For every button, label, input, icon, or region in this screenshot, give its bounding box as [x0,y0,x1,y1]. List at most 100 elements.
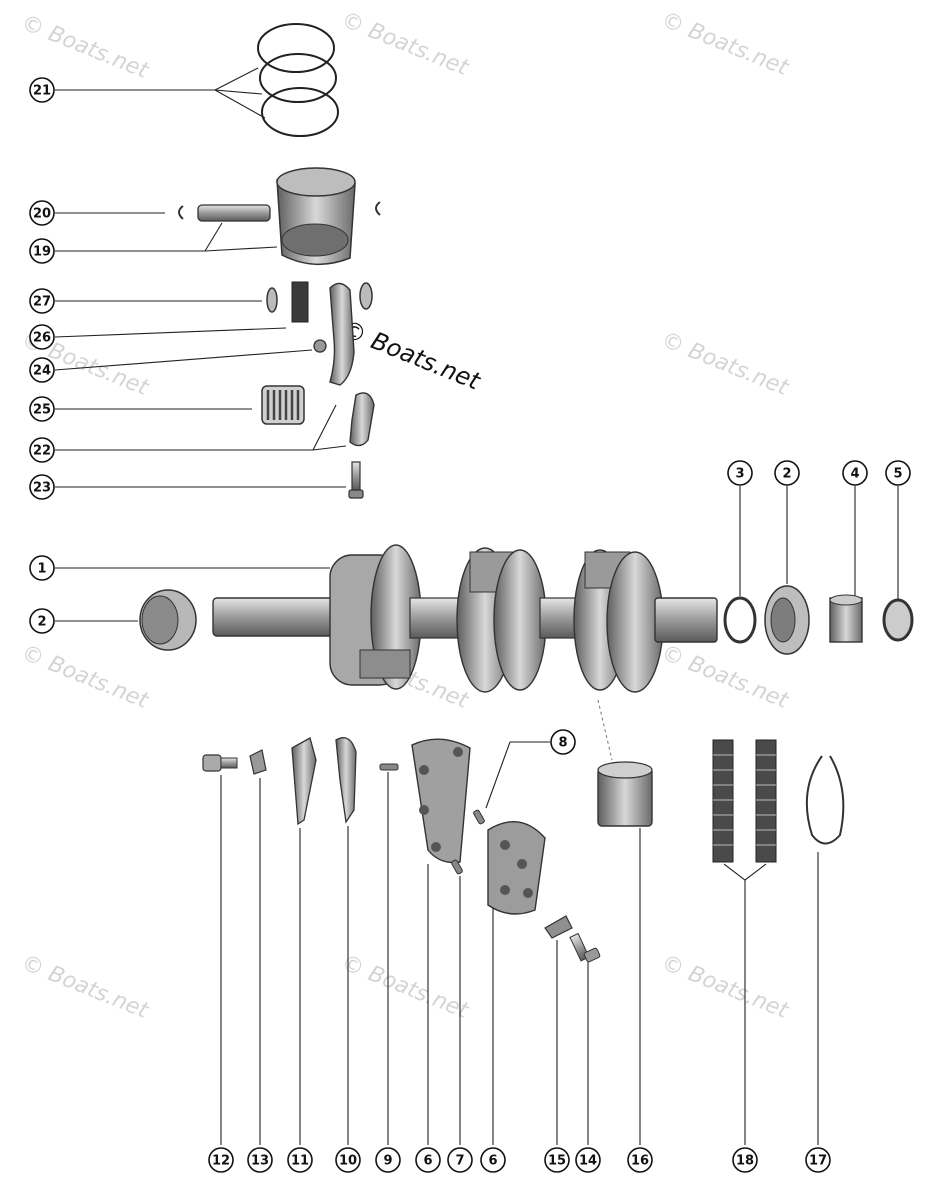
svg-text:3: 3 [735,467,744,482]
svg-text:11: 11 [291,1154,309,1169]
seal-ring [723,596,757,644]
rod-cap [349,392,375,447]
svg-text:16: 16 [631,1154,649,1169]
bearing-screw [569,932,601,963]
svg-text:27: 27 [33,295,51,310]
callout-14: 14 [575,1147,601,1173]
watermarks: © Boats.net © Boats.net © Boats.net © Bo… [18,7,793,1024]
bearing-sleeve [829,594,863,643]
callout-15: 15 [544,1147,570,1173]
callout-27: 27 [29,288,55,314]
locating-pin [451,859,463,875]
rod-nut [313,339,327,353]
svg-text:23: 23 [33,481,51,496]
pin-retainer-right [375,201,381,216]
bearing-cage-half [335,737,357,824]
thrust-washer-left [266,287,278,313]
callout-22: 22 [29,437,55,463]
svg-text:7: 7 [455,1154,464,1169]
svg-text:6: 6 [488,1154,497,1169]
pin-retainer-left [178,205,184,220]
svg-text:18: 18 [736,1154,754,1169]
svg-text:5: 5 [893,467,902,482]
callout-2: 2 [774,460,800,486]
svg-text:20: 20 [33,207,51,222]
svg-text:15: 15 [548,1154,566,1169]
svg-text:2: 2 [37,615,46,630]
callout-19: 19 [29,238,55,264]
wrist-pin-needle-bearing [291,281,309,323]
roller-bearing [597,761,653,827]
svg-text:21: 21 [33,84,51,99]
svg-text:10: 10 [339,1154,357,1169]
callout-16: 16 [627,1147,653,1173]
callout-9: 9 [375,1147,401,1173]
callout-5: 5 [885,460,911,486]
callout-24: 24 [29,357,55,383]
bearing-cage-half [291,737,317,826]
screw [202,754,238,772]
callout-7: 7 [447,1147,473,1173]
watermark-text: © Boats.net [18,10,153,84]
watermark-text: © Boats.net [338,950,473,1024]
callout-18: 18 [732,1147,758,1173]
svg-text:9: 9 [383,1154,392,1169]
lock-plate [249,749,267,775]
piston-pin [197,204,271,222]
callout-20: 20 [29,200,55,226]
center-watermark: © Boats.net [338,315,486,396]
callout-17: 17 [805,1147,831,1173]
crankshaft-nut [882,598,914,642]
svg-text:14: 14 [579,1154,597,1169]
callout-4: 4 [842,460,868,486]
callout-3: 3 [727,460,753,486]
watermark-text: © Boats.net [658,950,793,1024]
svg-text:22: 22 [33,444,51,459]
main-bearing-lower [487,821,546,915]
thrust-washer-right [359,282,373,310]
callout-10: 10 [335,1147,361,1173]
watermark-text: © Boats.net [658,327,793,401]
svg-text:12: 12 [212,1154,230,1169]
svg-text:8: 8 [558,736,567,751]
watermark-text: © Boats.net [658,640,793,714]
needle-bearing-strips [712,739,777,863]
retainer-clip [544,915,573,939]
svg-text:1: 1 [37,562,46,577]
callout-12: 12 [208,1147,234,1173]
svg-text:6: 6 [423,1154,432,1169]
callout-6: 6 [480,1147,506,1173]
crank-pin-needle-bearing [261,385,305,425]
svg-text:4: 4 [850,467,859,482]
callout-25: 25 [29,396,55,422]
callout-1: 1 [29,555,55,581]
watermark-text: © Boats.net [338,7,473,81]
alignment-dashed-line [597,699,613,761]
dowel-pin [379,763,399,771]
watermark-text: © Boats.net [658,7,793,81]
connecting-rod [329,282,355,386]
ball-bearing-right [764,585,810,655]
rod-bolt [348,461,364,499]
retaining-ring [805,755,845,845]
crankshaft [212,544,718,693]
svg-text:19: 19 [33,245,51,260]
callout-8: 8 [550,729,576,755]
callout-21: 21 [29,77,55,103]
watermark-text: © Boats.net [18,950,153,1024]
svg-text:13: 13 [251,1154,269,1169]
callout-2: 2 [29,608,55,634]
callout-26: 26 [29,324,55,350]
svg-text:2: 2 [782,467,791,482]
main-bearing-upper [411,738,471,864]
callout-11: 11 [287,1147,313,1173]
svg-text:26: 26 [33,331,51,346]
svg-text:17: 17 [809,1154,827,1169]
locating-pin [473,809,485,825]
ball-bearing-left [139,589,197,651]
piston-rings [257,23,339,137]
callout-6: 6 [415,1147,441,1173]
callout-23: 23 [29,474,55,500]
callout-13: 13 [247,1147,273,1173]
